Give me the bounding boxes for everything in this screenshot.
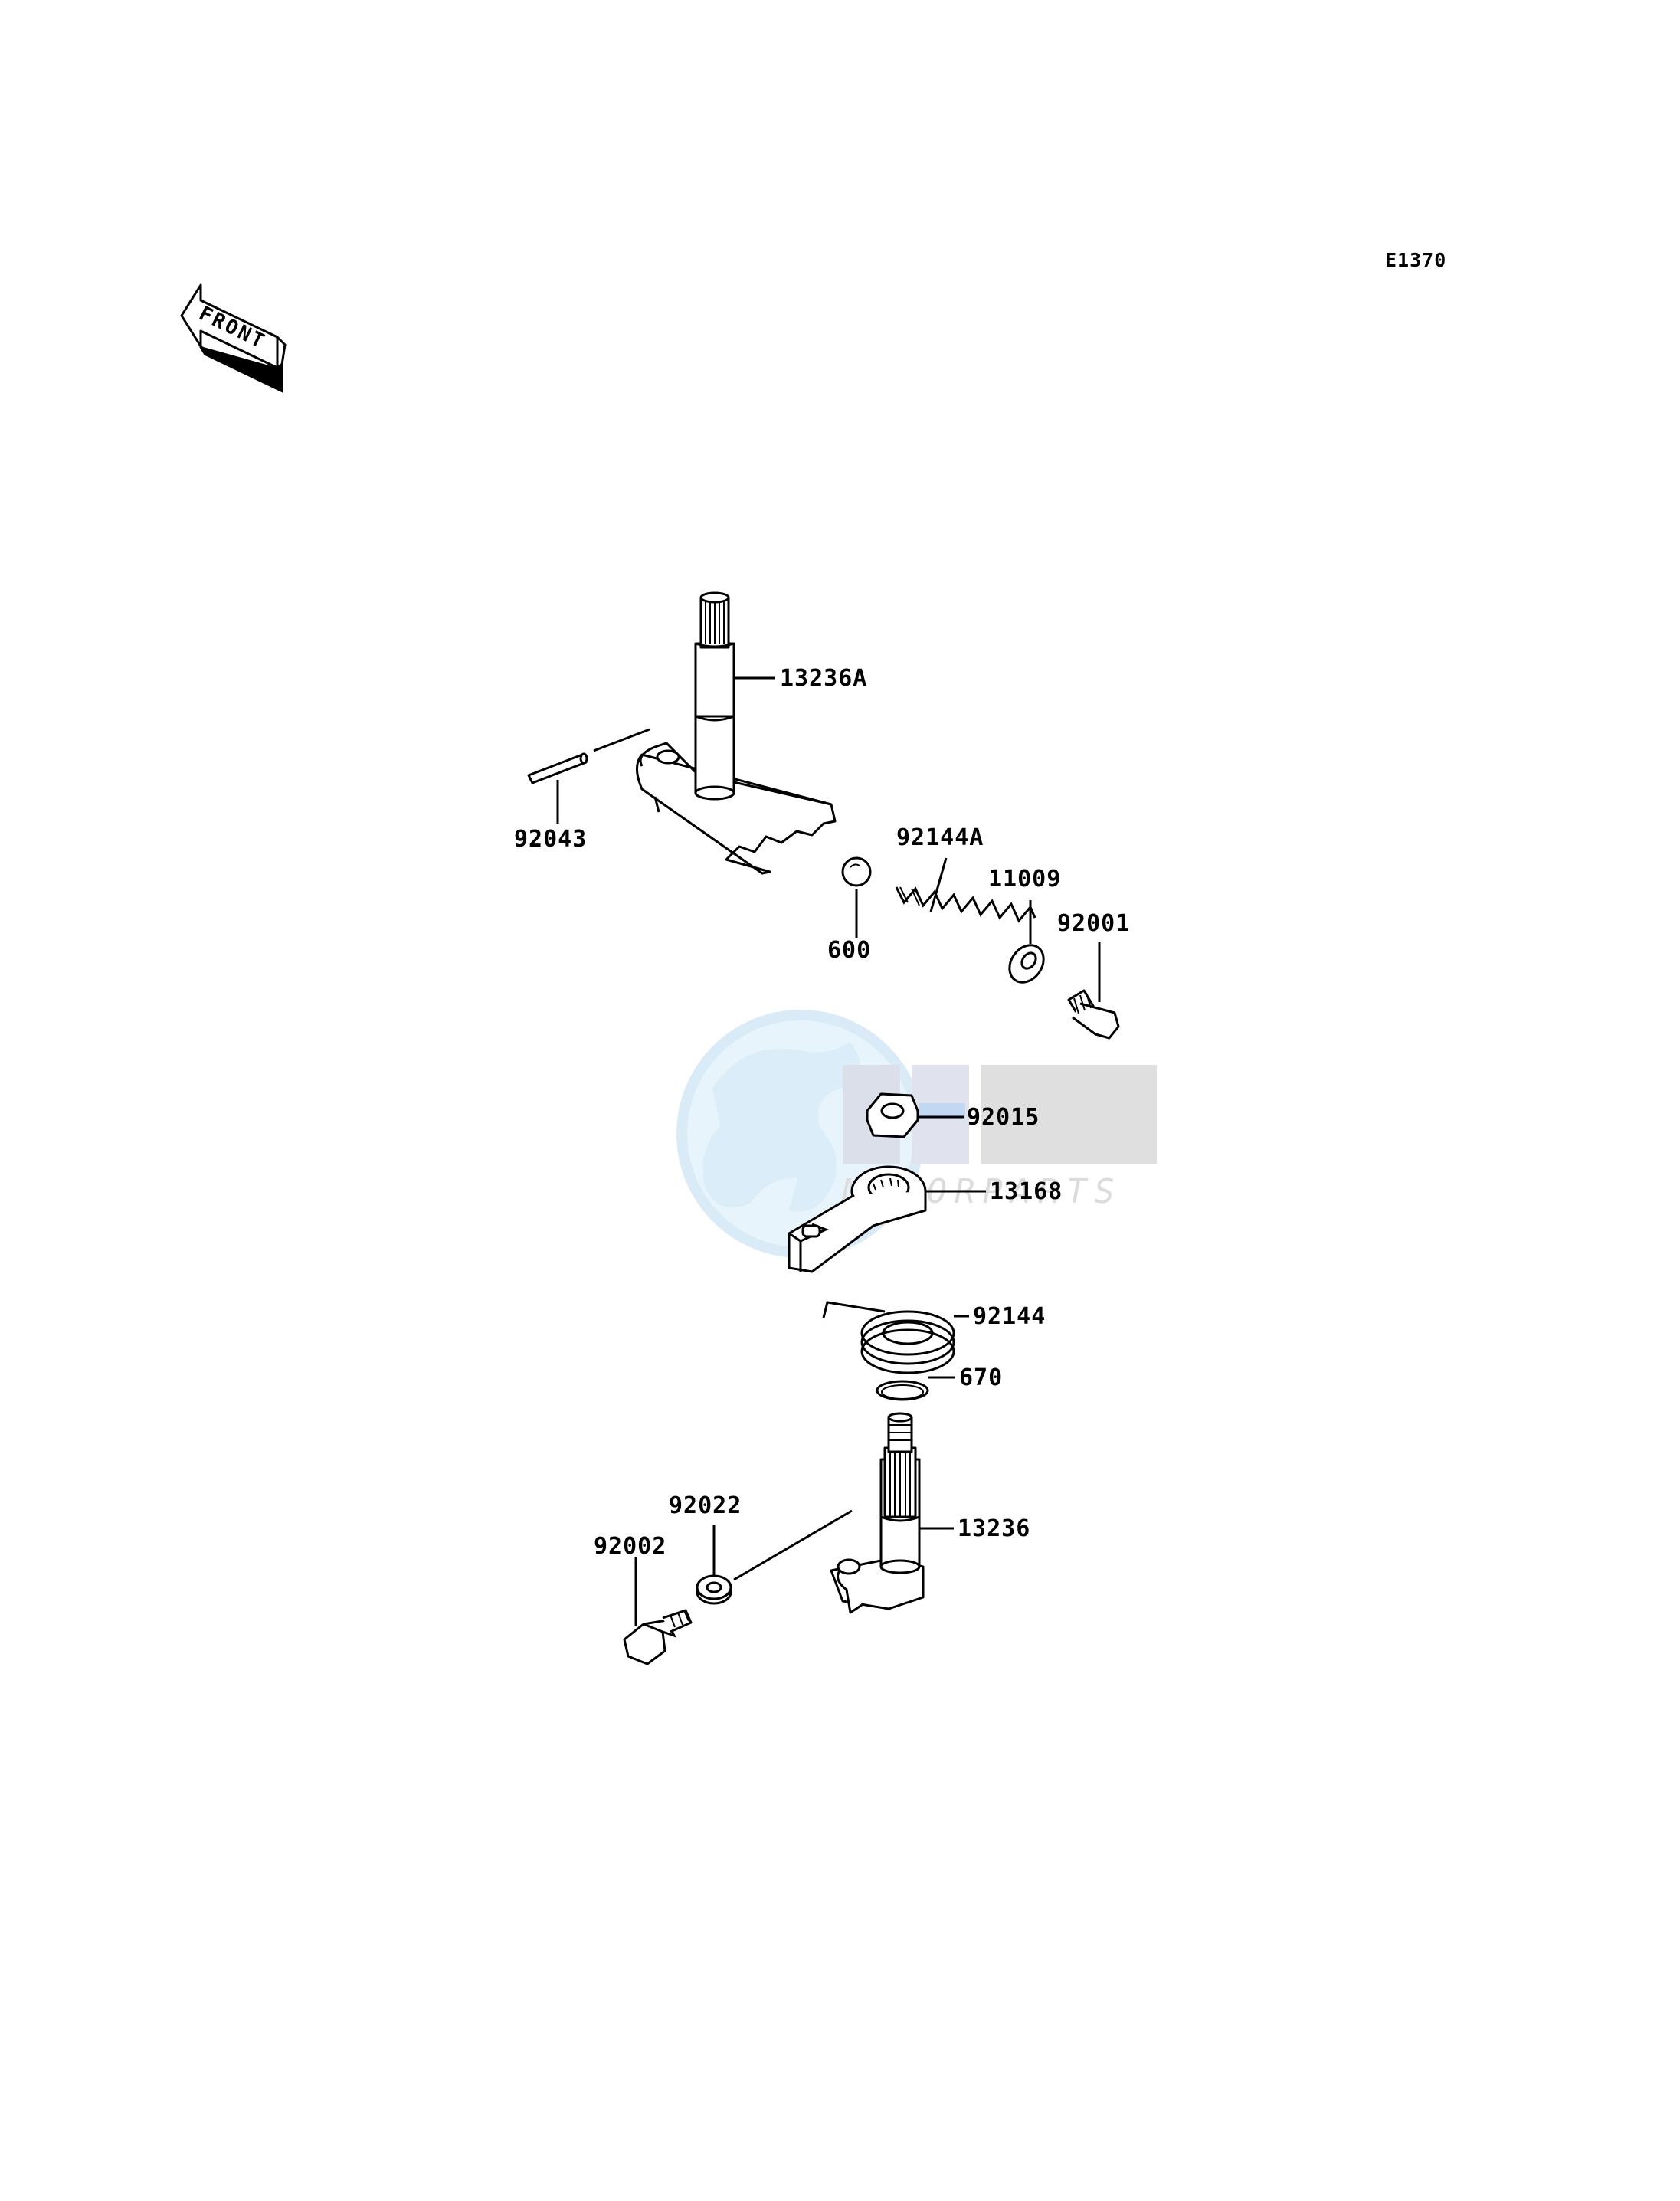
- label-92001: 92001: [1057, 910, 1130, 937]
- label-92002: 92002: [594, 1533, 666, 1560]
- part-92001: [1067, 989, 1120, 1040]
- label-13236A: 13236A: [780, 665, 867, 692]
- label-92015: 92015: [967, 1104, 1040, 1131]
- label-13168: 13168: [990, 1178, 1063, 1205]
- watermark-logo: MOTORPARTS: [676, 1010, 1157, 1258]
- part-92022: [696, 1509, 853, 1605]
- part-13236: [830, 1412, 925, 1614]
- part-92015: [866, 1092, 919, 1138]
- part-11009: [1008, 944, 1045, 984]
- part-labels: 13236A 92043 92144A 11009 600 92001 9201…: [514, 665, 1130, 1560]
- part-92144A: [895, 886, 1036, 923]
- label-670: 670: [959, 1364, 1003, 1391]
- label-92043: 92043: [514, 826, 587, 853]
- label-92144: 92144: [973, 1303, 1046, 1330]
- part-13236A: [636, 591, 837, 875]
- part-92043: [527, 728, 650, 784]
- part-92002: [623, 1609, 693, 1665]
- leader-lines: [556, 676, 1101, 1626]
- part-13168: [788, 1165, 927, 1273]
- label-92144A: 92144A: [896, 824, 984, 851]
- part-600: [841, 856, 872, 887]
- label-11009: 11009: [988, 866, 1061, 893]
- label-600: 600: [827, 937, 871, 964]
- part-670: [876, 1380, 929, 1401]
- diagram-code: E1370: [1385, 249, 1446, 271]
- label-13236: 13236: [958, 1515, 1030, 1542]
- label-92022: 92022: [669, 1492, 742, 1519]
- part-92144: [822, 1301, 955, 1374]
- front-arrow-icon: FRONT: [180, 283, 287, 394]
